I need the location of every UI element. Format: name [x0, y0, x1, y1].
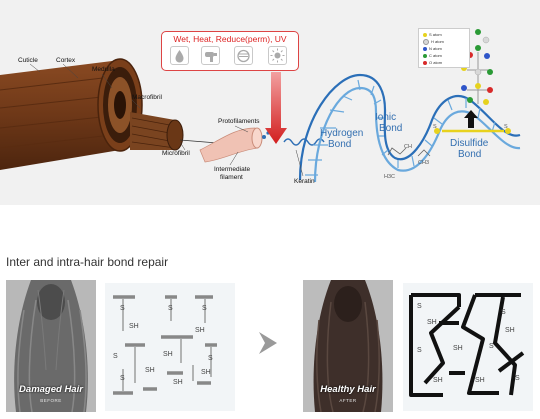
damaged-hair-photo: Damaged Hair BEFORE [6, 280, 96, 412]
section-title: Inter and intra-hair bond repair [6, 255, 168, 269]
sulfur-right-label: S [504, 124, 508, 130]
bond-s-label: S [202, 305, 207, 312]
protofilaments-label: Protofilaments [218, 118, 260, 125]
disulfide-bond-label: Disulfide Bond [450, 138, 488, 160]
bond-sh-label: SH [505, 327, 515, 334]
legend-item: H atom [423, 39, 444, 45]
repaired-bonds-panel: S SH S SH S SH S SH SH S [403, 283, 533, 411]
bond-sh-label: SH [453, 345, 463, 352]
bond-s-label: S [168, 305, 173, 312]
h3c-label: H3C [384, 174, 395, 180]
bond-sh-label: SH [163, 351, 173, 358]
bond-sh-label: SH [201, 369, 211, 376]
legend-item: N atom [423, 46, 442, 51]
hydrogen-bond-label-line2: Bond [320, 139, 363, 150]
keratin-label: Keratin [294, 178, 315, 185]
ionic-bond-label: Ionic Bond [375, 112, 402, 134]
hydrogen-bond-label-line1: Hydrogen [320, 128, 363, 139]
damage-conditions-text: Wet, Heat, Reduce(perm), UV [162, 34, 298, 44]
healthy-hair-photo: Healthy Hair AFTER [303, 280, 393, 412]
ionic-bond-label-line2: Bond [375, 123, 402, 134]
legend-item: C atom [423, 53, 442, 58]
sulfur-left-label: S [433, 124, 437, 130]
bond-s-label: S [120, 305, 125, 312]
repaired-bonds-graphic [403, 283, 533, 411]
hydrogen-bond-label: Hydrogen Bond [320, 128, 363, 150]
ch3-label: CH [404, 144, 412, 150]
legend-label-s: S atom [429, 32, 442, 37]
bond-sh-label: SH [129, 323, 139, 330]
legend-item: O atom [423, 60, 442, 65]
bond-s-label: S [489, 343, 494, 350]
bond-sh-label: SH [433, 377, 443, 384]
legend-label-o: O atom [429, 60, 442, 65]
microfibril-label: Microfibril [162, 150, 190, 157]
legend-label-h: H atom [431, 39, 444, 44]
cortex-label: Cortex [56, 57, 75, 64]
healthy-hair-after-label: AFTER [303, 398, 393, 403]
hair-dryer-icon [201, 46, 220, 65]
hair-shaft [0, 59, 230, 170]
sun-icon [268, 46, 287, 65]
damaged-hair-caption: Damaged Hair [6, 384, 96, 395]
bond-s-label: S [120, 375, 125, 382]
ch3-right-label: CH3 [418, 160, 429, 166]
intermediate-filament-label-line1: Intermediate [214, 166, 250, 173]
macrofibril-label: Macrofibril [132, 94, 162, 101]
disulfide-bond-label-line2: Bond [450, 149, 488, 160]
bond-sh-label: SH [195, 327, 205, 334]
bond-s-label: S [417, 347, 422, 354]
bond-s-label: S [208, 355, 213, 362]
damage-conditions-box: Wet, Heat, Reduce(perm), UV [161, 31, 299, 71]
bond-sh-label: SH [427, 319, 437, 326]
atom-legend: S atom H atom N atom C atom O atom [418, 28, 470, 68]
bond-sh-label: SH [173, 379, 183, 386]
hair-structure-diagram: Wet, Heat, Reduce(perm), UV Cuticle Cort… [0, 0, 540, 205]
bond-sh-label: SH [145, 367, 155, 374]
broken-bonds-graphic [105, 283, 235, 411]
medulla-label: Medulla [92, 66, 115, 73]
perm-head-icon [234, 46, 253, 65]
bond-sh-label: SH [475, 377, 485, 384]
chevron-right-icon [257, 330, 279, 356]
bond-s-label: S [417, 303, 422, 310]
disulfide-link [434, 128, 511, 134]
bond-s-label: S [515, 375, 520, 382]
legend-label-c: C atom [429, 53, 442, 58]
cuticle-label: Cuticle [18, 57, 38, 64]
bond-s-label: S [113, 353, 118, 360]
intermediate-filament-label-line2: filament [220, 174, 243, 181]
legend-item: S atom [423, 32, 442, 37]
damaged-hair-before-label: BEFORE [6, 398, 96, 403]
bond-s-label: S [501, 309, 506, 316]
ionic-bond-label-line1: Ionic [375, 112, 402, 123]
healthy-hair-caption: Healthy Hair [303, 384, 393, 395]
legend-label-n: N atom [429, 46, 442, 51]
water-drop-icon [170, 46, 189, 65]
damaged-bonds-panel: S S S SH SH S SH S SH S SH SH [105, 283, 235, 411]
disulfide-bond-label-line1: Disulfide [450, 138, 488, 149]
